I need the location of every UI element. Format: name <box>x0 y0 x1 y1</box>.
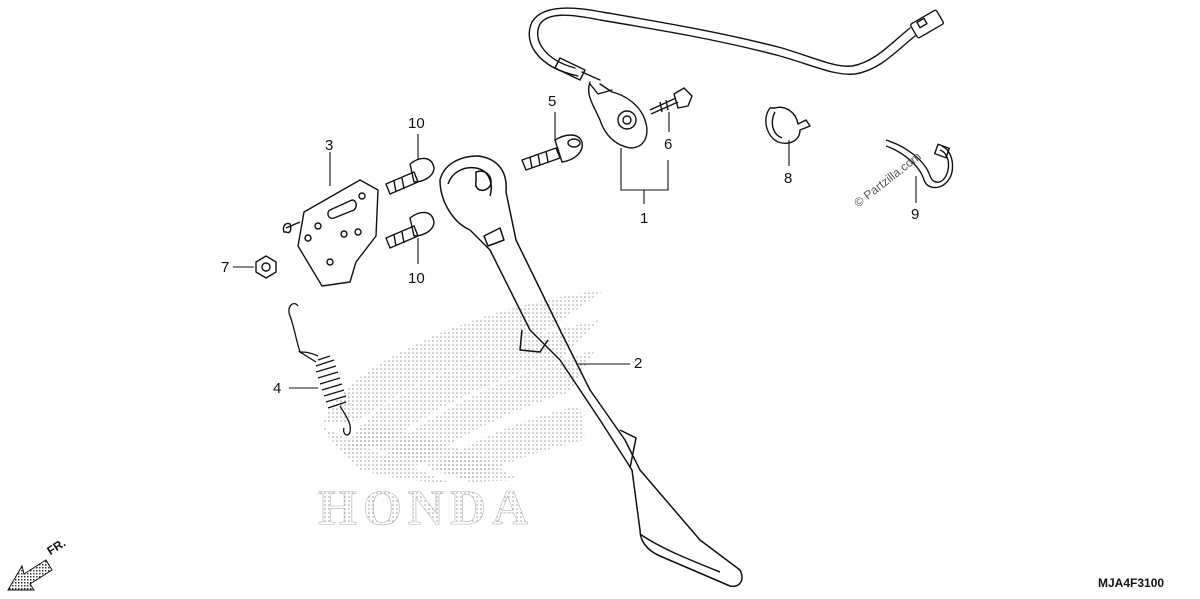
callout-part-8[interactable]: 8 <box>784 170 793 187</box>
stand-bracket[interactable] <box>282 179 379 287</box>
bracket-bolt-lower[interactable] <box>385 211 435 249</box>
callout-part-10-upper[interactable]: 10 <box>408 115 425 132</box>
diagram-code: MJA4F3100 <box>1098 576 1165 590</box>
callout-part-1[interactable]: 1 <box>640 210 649 227</box>
leader-lines <box>233 112 917 389</box>
callout-part-9[interactable]: 9 <box>911 206 920 223</box>
callout-part-6[interactable]: 6 <box>664 136 673 153</box>
bracket-bolt-upper[interactable] <box>385 157 435 195</box>
pivot-bolt[interactable] <box>521 134 583 171</box>
callout-part-7[interactable]: 7 <box>221 259 230 276</box>
front-direction-arrow <box>7 559 53 591</box>
honda-logo-text: HONDA <box>318 479 534 535</box>
stand-spring[interactable] <box>288 302 352 436</box>
callout-part-3[interactable]: 3 <box>325 137 334 154</box>
callout-part-5[interactable]: 5 <box>548 93 557 110</box>
callout-part-10-lower[interactable]: 10 <box>408 270 425 287</box>
callout-part-2[interactable]: 2 <box>634 355 643 372</box>
cable-tie[interactable] <box>885 139 954 189</box>
bracket-nut[interactable] <box>255 255 277 279</box>
side-stand-switch[interactable] <box>528 7 944 149</box>
harness-clamp[interactable] <box>765 106 811 144</box>
side-stand[interactable] <box>439 155 743 588</box>
honda-wing-logo <box>320 290 605 483</box>
switch-bolt[interactable] <box>649 87 693 115</box>
callout-part-4[interactable]: 4 <box>273 380 282 397</box>
